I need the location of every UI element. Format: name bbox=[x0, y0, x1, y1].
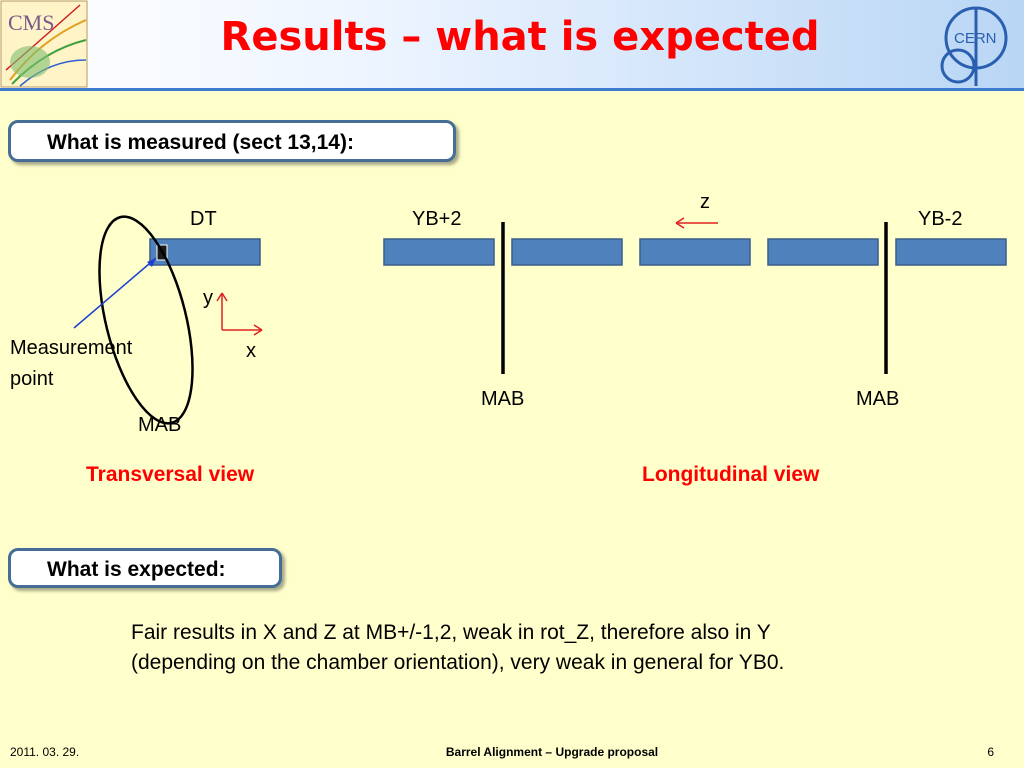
y-axis-arrowhead bbox=[216, 292, 228, 302]
yb-minus-label: YB-2 bbox=[918, 208, 962, 230]
longitudinal-view: YB+2 YB-2 z MAB MAB Longitudinal view bbox=[383, 191, 1007, 486]
cms-logo: CMS bbox=[0, 0, 88, 88]
longitudinal-view-label: Longitudinal view bbox=[642, 463, 820, 486]
measurement-pointer-arrowhead bbox=[147, 258, 156, 267]
header-bar: CMS Results – what is expected CERN bbox=[0, 0, 1024, 91]
mab-ellipse bbox=[98, 215, 194, 425]
footer-title: Barrel Alignment – Upgrade proposal bbox=[445, 745, 659, 759]
z-axis-label: z bbox=[700, 191, 710, 213]
page-title: Results – what is expected bbox=[220, 14, 820, 60]
x-axis-arrowhead bbox=[253, 324, 263, 336]
mab-right-label: MAB bbox=[856, 388, 899, 410]
expected-heading-box: What is expected: bbox=[8, 548, 282, 588]
y-axis-label: y bbox=[203, 287, 213, 309]
cern-logo-text: CERN bbox=[954, 30, 997, 47]
wheel-chamber-2 bbox=[511, 238, 623, 266]
expected-description: Fair results in X and Z at MB+/-1,2, wea… bbox=[131, 618, 961, 678]
measured-heading-box: What is measured (sect 13,14): bbox=[8, 120, 456, 162]
footer-date: 2011. 03. 29. bbox=[10, 745, 80, 759]
transversal-mab-label: MAB bbox=[138, 414, 181, 436]
wheel-chamber-5 bbox=[895, 238, 1007, 266]
yb-plus-label: YB+2 bbox=[412, 208, 461, 230]
dt-label: DT bbox=[190, 208, 217, 230]
cms-logo-text: CMS bbox=[8, 10, 54, 35]
transversal-view-label: Transversal view bbox=[86, 463, 255, 486]
measured-heading: What is measured (sect 13,14): bbox=[47, 131, 354, 154]
expected-heading: What is expected: bbox=[47, 558, 226, 581]
measurement-point-label-line2: point bbox=[10, 368, 54, 390]
wheel-chamber-3 bbox=[639, 238, 751, 266]
alignment-diagram: DT y x Measurement point MAB Transversal… bbox=[10, 191, 1007, 486]
expected-description-line1: Fair results in X and Z at MB+/-1,2, wea… bbox=[131, 621, 771, 644]
expected-description-line2: (depending on the chamber orientation), … bbox=[131, 651, 785, 674]
transversal-view: DT y x Measurement point MAB Transversal… bbox=[10, 208, 263, 486]
wheel-chamber-4 bbox=[767, 238, 879, 266]
cern-logo: CERN bbox=[940, 6, 1008, 86]
measurement-point-label-line1: Measurement bbox=[10, 337, 133, 359]
wheel-chamber-1 bbox=[383, 238, 495, 266]
measurement-pointer-line bbox=[73, 257, 157, 329]
mab-left-label: MAB bbox=[481, 388, 524, 410]
x-axis-label: x bbox=[246, 340, 256, 362]
page-number: 6 bbox=[987, 745, 994, 759]
z-axis-arrowhead bbox=[675, 217, 685, 229]
